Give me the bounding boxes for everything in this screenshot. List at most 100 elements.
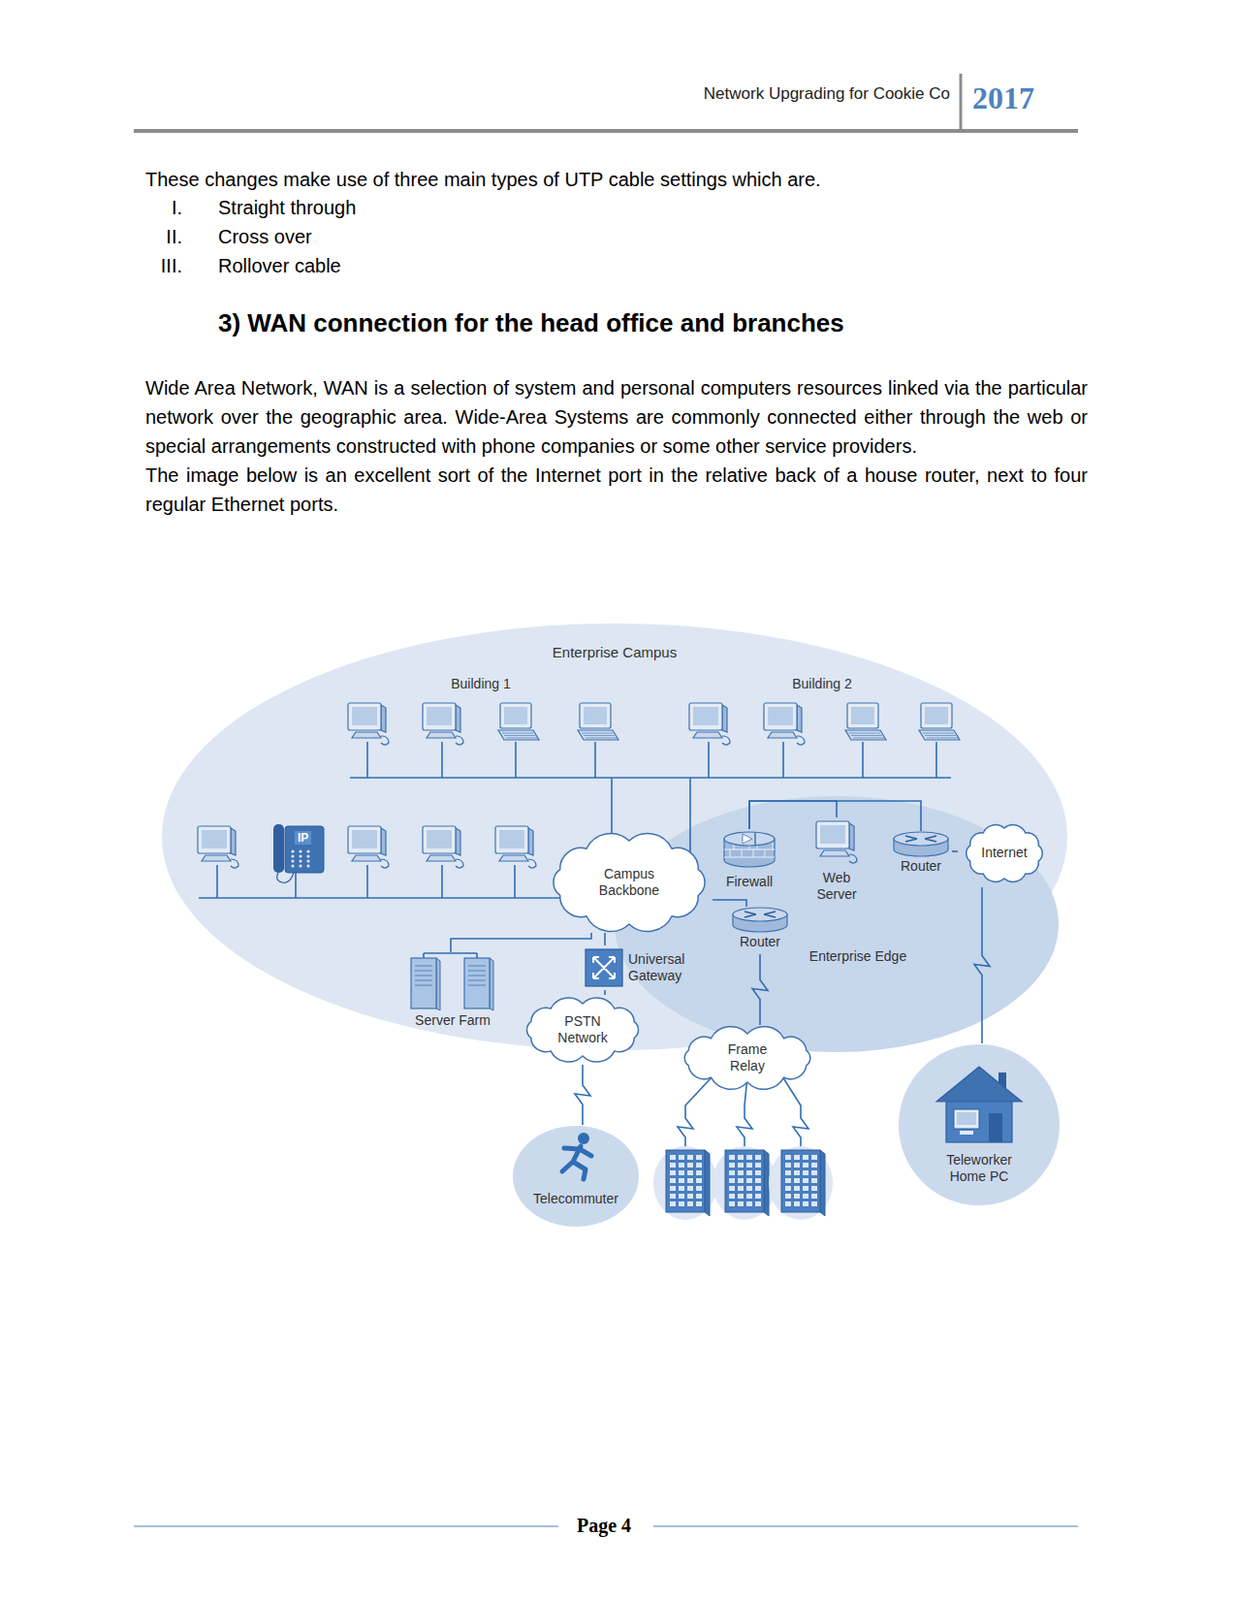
branch-window <box>755 1177 761 1183</box>
drop-line <box>441 864 444 898</box>
keyboard-row <box>502 732 534 734</box>
branch-window <box>678 1162 685 1168</box>
branch-window <box>785 1162 792 1168</box>
server-slot <box>468 965 486 967</box>
pstn-cloud: PSTN Network <box>517 994 648 1065</box>
gateway-arrows <box>593 956 615 979</box>
branch-window <box>811 1193 818 1199</box>
edge-ellipse <box>614 795 1059 1052</box>
backbone-cloud: Campus Backbone <box>545 831 713 933</box>
monitor <box>422 825 456 854</box>
branch-window <box>737 1185 744 1191</box>
monitor-side <box>528 827 534 856</box>
page-number: Page 4 <box>555 1513 653 1537</box>
paragraph: The image below is an excellent sort of … <box>145 460 1088 519</box>
branch-window <box>696 1185 702 1191</box>
branch-window <box>678 1170 685 1175</box>
laptop-screen <box>924 706 949 725</box>
branch-side <box>763 1149 769 1216</box>
section-heading: 3) WAN connection for the head office an… <box>218 307 845 339</box>
branch-window <box>687 1201 694 1206</box>
server-farm-node: Server Farm <box>399 951 507 1033</box>
branch-window <box>755 1154 761 1160</box>
cable-curl <box>230 858 239 868</box>
web-server-icon <box>816 821 857 863</box>
router-top <box>893 831 949 846</box>
branch-window <box>755 1162 761 1168</box>
brick-line <box>724 849 775 851</box>
brick-line <box>741 849 743 857</box>
monitor-screen <box>767 706 793 726</box>
phone-badge: IP <box>294 830 312 845</box>
phone-body <box>285 825 324 873</box>
node-label: Campus Backbone <box>590 865 668 899</box>
network-link <box>974 887 990 1044</box>
router-body <box>732 914 788 932</box>
keyboard-row <box>851 734 883 736</box>
branch-window <box>793 1154 800 1160</box>
firewall-node: Firewall <box>717 828 782 897</box>
branch-window <box>728 1154 735 1160</box>
monitor-side <box>455 704 461 732</box>
keyboard-row <box>504 734 536 736</box>
list-item: Rollover cable <box>218 251 606 281</box>
branch-window <box>802 1170 809 1175</box>
cable-curl <box>796 735 805 745</box>
server-slot <box>468 975 486 977</box>
firewall-body <box>724 838 775 867</box>
branch-window <box>696 1170 702 1175</box>
branch-window <box>746 1177 753 1183</box>
monitor-side <box>849 823 855 851</box>
keyboard-row <box>924 734 956 736</box>
node-label: Internet <box>967 844 1042 861</box>
lan-bus <box>198 896 582 899</box>
branch-side <box>820 1149 825 1216</box>
network-link <box>749 800 921 831</box>
server-slot <box>468 984 486 986</box>
branch-window <box>737 1177 744 1183</box>
phone-key <box>290 858 294 862</box>
cable-curl <box>380 735 389 745</box>
branch-window <box>678 1177 685 1183</box>
list-item: Cross over <box>218 221 606 252</box>
branch-window <box>793 1162 800 1168</box>
branch-building <box>665 1149 705 1212</box>
keyboard-row <box>853 737 885 739</box>
branch-window <box>696 1154 702 1160</box>
cable-curl <box>722 735 730 745</box>
desktop-pc <box>197 825 239 868</box>
keyboard-row <box>849 732 881 734</box>
node-label: Web Server <box>807 869 866 903</box>
monitor-base <box>426 731 456 738</box>
node-label: Enterprise Edge <box>790 948 926 965</box>
branch-window <box>811 1201 818 1206</box>
drop-line <box>935 741 938 778</box>
site-circle <box>512 1125 639 1227</box>
server-slot <box>414 965 433 967</box>
gateway-node: Universal Gateway <box>585 945 712 990</box>
monitor-screen <box>426 706 452 726</box>
node-label: Firewall <box>717 873 782 890</box>
header-year: 2017 <box>972 79 1079 117</box>
laptop-base <box>498 729 539 740</box>
branch-window <box>687 1162 694 1168</box>
branch-window <box>785 1201 792 1206</box>
branch-window <box>737 1154 744 1160</box>
node-label: Enterprise Campus <box>517 643 712 661</box>
phone-handset <box>273 824 285 873</box>
branch-window <box>678 1201 685 1206</box>
drop-line <box>513 864 516 898</box>
branch-side <box>704 1149 710 1216</box>
branch-window <box>802 1193 809 1199</box>
branch-window <box>728 1185 735 1191</box>
drop-line <box>294 872 297 898</box>
campus-ellipse <box>161 623 1068 1050</box>
branch-window <box>811 1185 818 1191</box>
branch-window <box>746 1193 753 1199</box>
monitor-screen <box>351 829 378 849</box>
brick-line <box>757 842 759 850</box>
laptop-screen <box>583 706 607 725</box>
server-slot <box>468 970 486 972</box>
node-shape <box>511 1124 640 1228</box>
monitor <box>197 825 231 854</box>
